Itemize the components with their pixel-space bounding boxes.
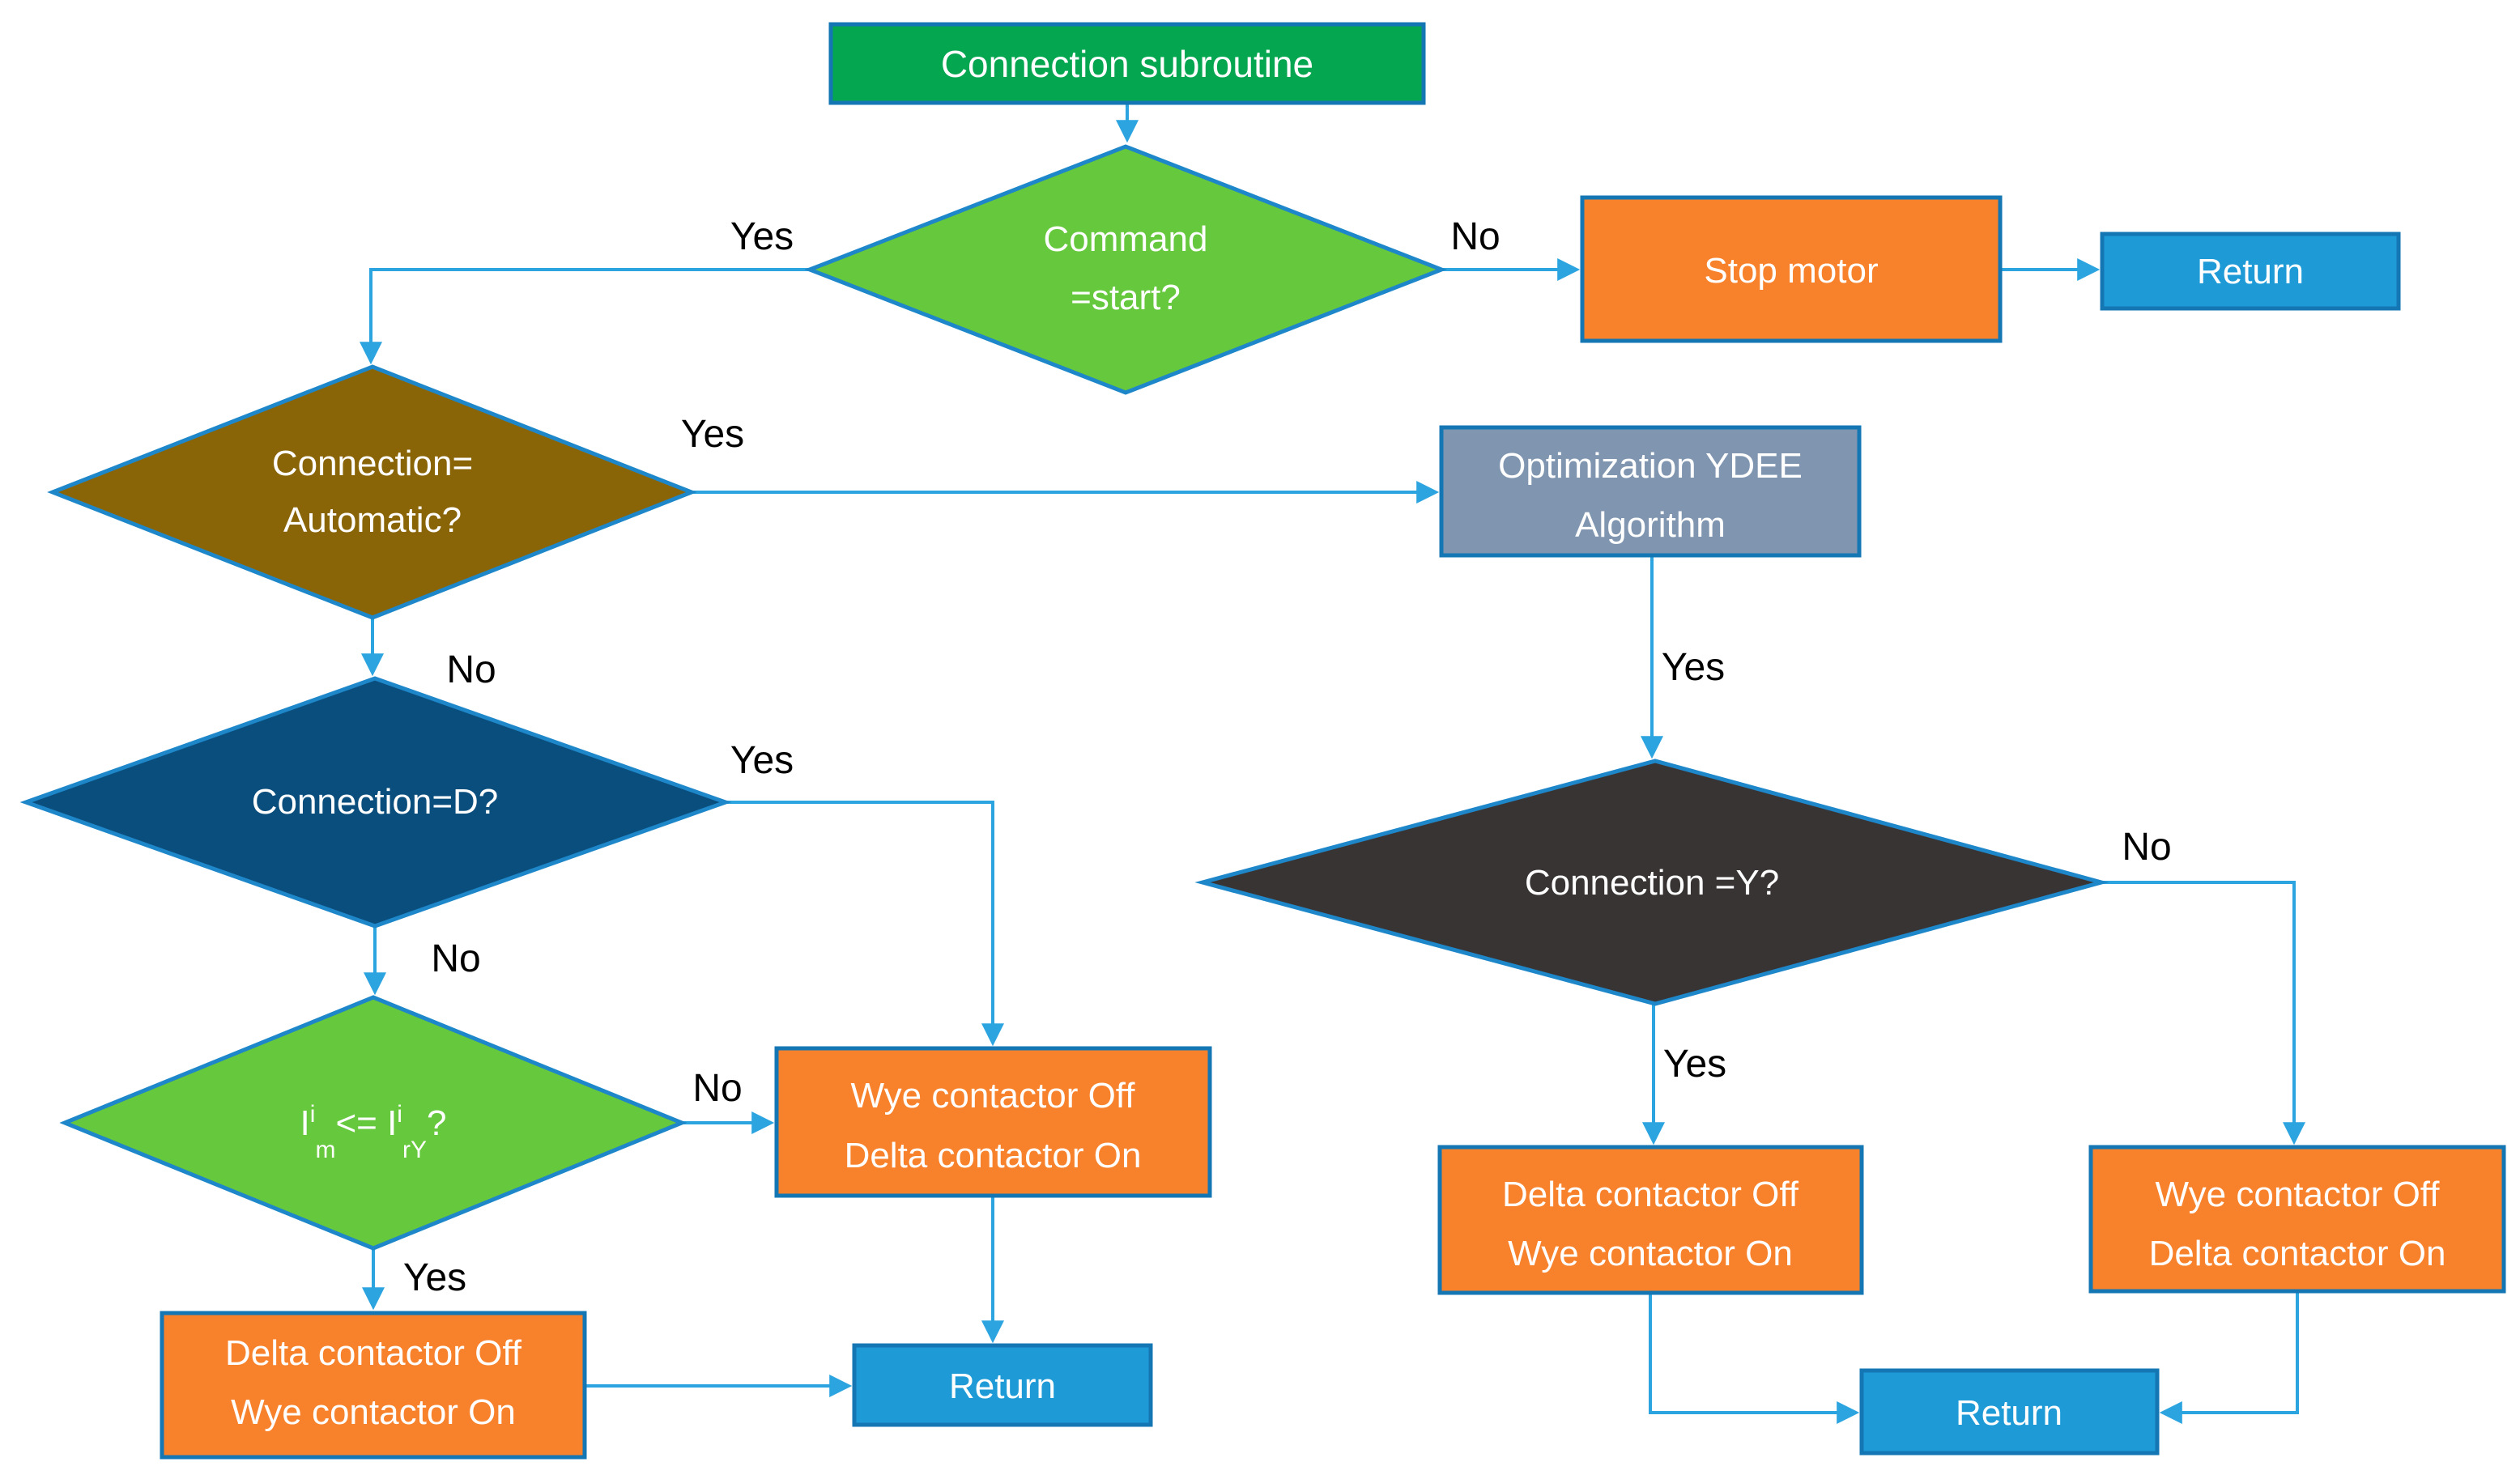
command-check-line1: Command	[1044, 219, 1208, 259]
node-delta-off-wye-on-mid: Delta contactor Off Wye contactor On	[1437, 1145, 1864, 1295]
edge-wye-off-right-to-return-right	[2159, 1291, 2299, 1424]
delta-off-wye-on-left-line2: Wye contactor On	[231, 1392, 516, 1432]
node-wye-off-delta-on-right: Wye contactor Off Delta contactor On	[2088, 1145, 2506, 1294]
node-automatic-check: Connection= Automatic?	[47, 364, 697, 620]
return-right-box	[1859, 1368, 2160, 1456]
label-d-yes: Yes	[730, 739, 794, 782]
formula-end: ?	[427, 1103, 446, 1143]
command-check-diamond	[804, 144, 1447, 395]
edge-delta-off-mid-to-return-right	[1649, 1293, 1860, 1424]
label-command-no: No	[1450, 215, 1500, 258]
optimization-box	[1439, 425, 1862, 558]
command-check-line2: =start?	[1071, 278, 1181, 317]
node-current-check: Iim<= IirY?	[59, 995, 687, 1251]
label-automatic-yes: Yes	[681, 413, 744, 456]
node-command-check: Command =start?	[804, 144, 1447, 395]
stop-motor-label: Stop motor	[1704, 251, 1878, 291]
return-top-label: Return	[2197, 252, 2304, 291]
formula-mid: <= I	[335, 1103, 397, 1143]
node-stop-motor: Stop motor	[1580, 195, 2003, 343]
optimization-line1: Optimization YDEE	[1498, 446, 1803, 486]
return-left-box	[852, 1343, 1153, 1427]
wye-off-delta-on-left-line1: Wye contactor Off	[851, 1076, 1136, 1116]
connection-d-diamond	[19, 676, 732, 929]
start-label: Connection subroutine	[941, 43, 1313, 85]
connection-d-label: Connection=D?	[252, 782, 499, 822]
label-y-yes: Yes	[1663, 1043, 1726, 1086]
current-check-formula: Iim<= IirY?	[300, 1101, 447, 1163]
return-top-box	[2100, 232, 2401, 311]
edges	[360, 103, 2305, 1424]
delta-off-wye-on-mid-line2: Wye contactor On	[1508, 1234, 1793, 1273]
node-connection-y-check: Connection =Y?	[1194, 759, 2109, 1006]
automatic-check-line1: Connection=	[272, 444, 473, 483]
edge-command-yes-to-automatic	[360, 268, 810, 365]
delta-off-wye-on-left-box	[160, 1311, 587, 1460]
node-start: Connection subroutine	[828, 22, 1426, 105]
delta-off-wye-on-mid-box	[1437, 1145, 1864, 1295]
delta-off-wye-on-left-line1: Delta contactor Off	[225, 1333, 522, 1373]
return-left-label: Return	[949, 1366, 1056, 1406]
current-check-diamond	[59, 995, 687, 1251]
formula-sub2: rY	[402, 1137, 427, 1163]
node-delta-off-wye-on-left: Delta contactor Off Wye contactor On	[160, 1311, 587, 1460]
formula-sub1: m	[315, 1137, 335, 1163]
stop-motor-box	[1580, 195, 2003, 343]
label-command-yes: Yes	[730, 215, 794, 258]
edge-d-yes-to-wye-off-left	[726, 801, 1004, 1047]
node-return-left: Return	[852, 1343, 1153, 1427]
delta-off-wye-on-mid-line1: Delta contactor Off	[1502, 1175, 1799, 1214]
label-automatic-no: No	[446, 648, 496, 691]
formula-base1: I	[300, 1103, 310, 1143]
wye-off-delta-on-left-box	[774, 1046, 1212, 1198]
wye-off-delta-on-right-line1: Wye contactor Off	[2156, 1175, 2441, 1214]
wye-off-delta-on-right-box	[2088, 1145, 2506, 1294]
node-return-top: Return	[2100, 232, 2401, 311]
label-optimization-yes: Yes	[1662, 646, 1725, 689]
label-y-no: No	[2122, 826, 2171, 869]
automatic-check-diamond	[47, 364, 697, 620]
optimization-line2: Algorithm	[1575, 505, 1726, 545]
node-optimization: Optimization YDEE Algorithm	[1439, 425, 1862, 558]
automatic-check-line2: Automatic?	[283, 500, 462, 540]
node-wye-off-delta-on-left: Wye contactor Off Delta contactor On	[774, 1046, 1212, 1198]
connection-y-diamond	[1194, 759, 2109, 1006]
edge-labels: Yes No Yes No Yes No No Yes Yes No Yes	[403, 215, 2172, 1299]
wye-off-delta-on-right-line2: Delta contactor On	[2149, 1234, 2446, 1273]
return-right-label: Return	[1956, 1393, 2062, 1433]
node-return-right: Return	[1859, 1368, 2160, 1456]
nodes: Connection subroutine Command =start? St…	[19, 22, 2506, 1460]
edge-y-no-to-wye-off-right	[2101, 881, 2305, 1145]
label-current-yes: Yes	[403, 1256, 466, 1299]
wye-off-delta-on-left-line2: Delta contactor On	[845, 1136, 1142, 1175]
node-connection-d-check: Connection=D?	[19, 676, 732, 929]
formula-sup2: i	[397, 1101, 402, 1128]
start-box	[828, 22, 1426, 105]
label-d-no: No	[431, 937, 480, 980]
label-current-no: No	[692, 1067, 742, 1110]
formula-sup1: i	[310, 1101, 316, 1128]
connection-y-label: Connection =Y?	[1525, 863, 1779, 903]
